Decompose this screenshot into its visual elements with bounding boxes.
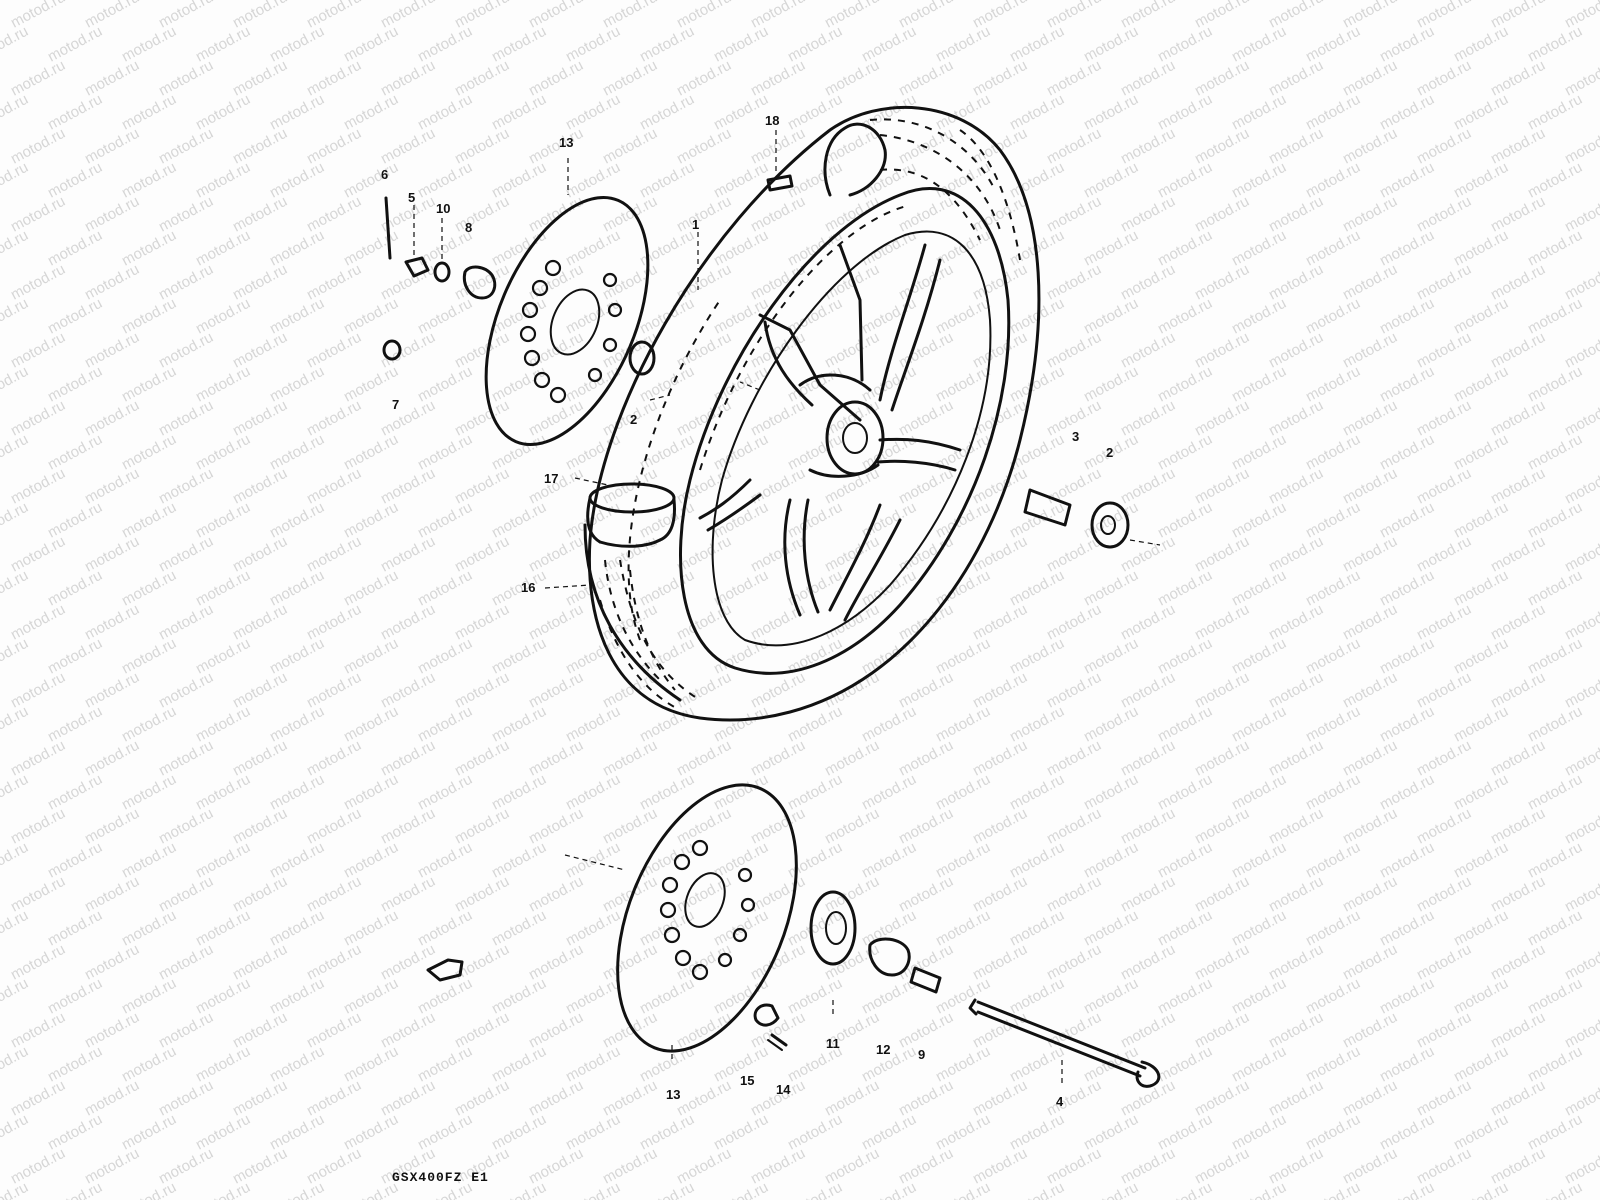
label-part-16: 16 — [521, 580, 536, 595]
wheel-spokes — [698, 243, 962, 622]
brake-disc-lower — [616, 783, 798, 1053]
bolts-and-washers — [382, 196, 497, 361]
tire-section — [583, 482, 682, 702]
lower-spacers — [809, 890, 942, 994]
label-part-6: 6 — [381, 167, 389, 182]
label-part-15: 15 — [740, 1073, 755, 1088]
tire — [587, 106, 1041, 722]
label-part-7: 7 — [392, 397, 400, 412]
label-part-2-left: 2 — [630, 412, 638, 427]
label-part-8: 8 — [465, 220, 473, 235]
label-part-3: 3 — [1072, 429, 1080, 444]
label-part-11: 11 — [826, 1036, 840, 1051]
spacer-upper — [628, 340, 656, 376]
label-part-14: 14 — [776, 1082, 791, 1097]
axle — [968, 998, 1161, 1088]
label-part-10: 10 — [436, 201, 451, 216]
lock-plate — [753, 1003, 788, 1051]
diagram-code: GSX400FZ E1 — [392, 1170, 489, 1185]
label-part-2-right: 2 — [1106, 445, 1114, 460]
label-part-9: 9 — [918, 1047, 926, 1062]
label-part-4: 4 — [1056, 1094, 1064, 1109]
arrow-marker — [426, 958, 464, 982]
label-part-1: 1 — [692, 217, 700, 232]
label-part-13-lower: 13 — [666, 1087, 681, 1102]
label-part-18: 18 — [765, 113, 780, 128]
label-part-12: 12 — [876, 1042, 891, 1057]
leader-lines — [413, 130, 1063, 1085]
label-part-13-upper: 13 — [559, 135, 574, 150]
wheel-rim — [678, 187, 1011, 675]
valve — [766, 174, 794, 192]
tire-section-top — [823, 118, 996, 197]
brake-disc-upper — [484, 196, 650, 446]
label-part-5: 5 — [408, 190, 416, 205]
label-part-17: 17 — [544, 471, 559, 486]
wheel-hub — [798, 373, 885, 478]
axle-spacer-right — [1023, 488, 1161, 549]
